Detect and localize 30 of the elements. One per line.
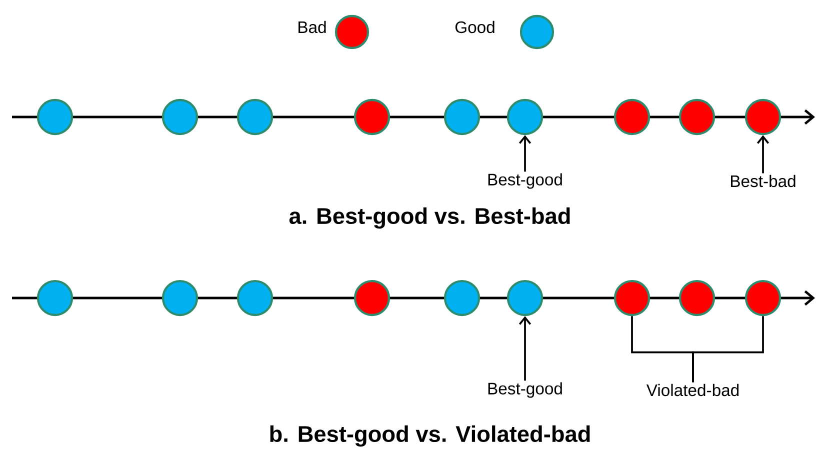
legend-label: Good — [455, 20, 494, 34]
panel-caption: b. Best-good vs. Violated-bad — [270, 425, 590, 447]
data-point — [444, 280, 480, 316]
data-point — [506, 98, 544, 136]
data-point — [36, 98, 74, 136]
arrow — [756, 135, 770, 174]
legend-label: Bad — [298, 20, 326, 34]
data-point — [506, 280, 544, 316]
data-point — [678, 98, 716, 136]
data-point — [162, 280, 198, 316]
arrow — [518, 135, 532, 172]
point-label: Violated-bad — [646, 384, 739, 396]
bracket — [692, 316, 764, 382]
data-point — [236, 280, 274, 316]
data-point — [614, 280, 650, 316]
data-point — [614, 98, 650, 136]
data-point — [744, 280, 782, 316]
arrow — [518, 316, 532, 381]
data-point — [678, 280, 716, 316]
data-point — [744, 98, 782, 136]
data-point — [36, 280, 74, 316]
point-label: Best-good — [488, 382, 562, 398]
data-point — [236, 98, 274, 136]
data-point — [162, 98, 198, 136]
data-point — [354, 98, 390, 136]
point-label: Best-good — [488, 173, 562, 189]
panel-caption: a. Best-good vs. Best-bad — [289, 207, 570, 229]
data-point — [444, 98, 480, 136]
data-point — [354, 280, 390, 316]
point-label: Best-bad — [731, 174, 796, 188]
